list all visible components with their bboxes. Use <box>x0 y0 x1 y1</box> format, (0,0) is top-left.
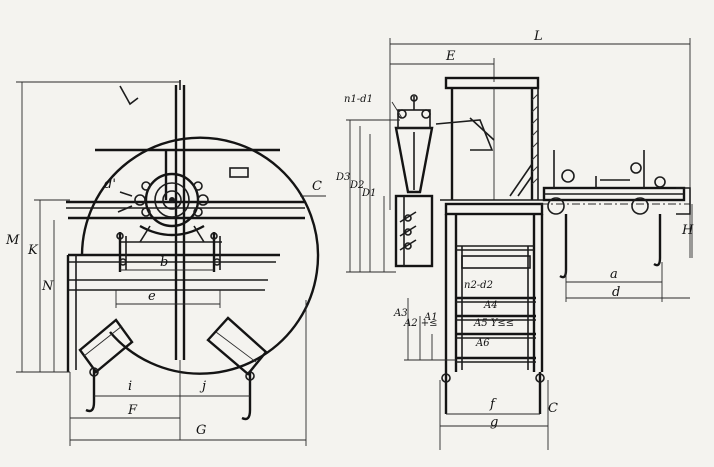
label-C-right: C <box>548 401 558 416</box>
label-F: F <box>127 403 138 418</box>
label-A2: A2 +≤ <box>403 318 438 329</box>
right-top-dimensions <box>389 38 691 258</box>
label-K: K <box>27 243 39 258</box>
platform <box>440 199 550 216</box>
window-slot <box>229 167 249 178</box>
label-n2-d2: n2-d2 <box>464 280 493 291</box>
label-E: E <box>445 49 456 64</box>
label-H: H <box>681 223 694 238</box>
label-n1-d1: n1-d1 <box>344 94 373 105</box>
label-i: i <box>128 379 132 394</box>
horizontal-beams <box>66 148 305 291</box>
centre-post <box>164 80 186 360</box>
small-hooks <box>116 232 221 272</box>
label-A4: A4 <box>483 300 498 311</box>
label-N: N <box>41 279 54 294</box>
label-a: a <box>610 267 618 282</box>
label-D1: D1 <box>361 188 376 199</box>
lower-cage <box>441 214 545 414</box>
label-C: C <box>312 179 322 194</box>
label-f: f <box>489 397 497 412</box>
upper-housing <box>435 76 540 200</box>
label-A3: A3 <box>393 308 408 319</box>
label-b: b <box>160 255 168 270</box>
left-arm <box>78 318 134 413</box>
wheel-outline <box>80 136 320 375</box>
label-D3: D3 <box>335 172 350 183</box>
label-A5: A5 Y≤≤ <box>473 318 514 329</box>
label-M: M <box>5 233 20 248</box>
label-d: d <box>612 285 620 300</box>
label-e: e <box>148 289 156 304</box>
label-A6: A6 <box>475 338 490 349</box>
conveyor-arm <box>540 150 691 279</box>
label-G: G <box>196 423 206 438</box>
a-dimensions <box>404 298 456 361</box>
hub-assembly <box>117 172 222 243</box>
right-side-dimensions <box>439 204 693 450</box>
label-d-prime: d' <box>104 177 116 192</box>
left-dimensions <box>16 81 326 446</box>
d-dimensions <box>346 101 403 273</box>
right-arm <box>206 316 268 421</box>
label-j: j <box>199 379 206 394</box>
label-L: L <box>533 29 543 44</box>
label-g: g <box>490 415 498 430</box>
left-view: M K N C d' b e i j F G <box>5 80 326 446</box>
label-A1: A1 <box>423 312 438 323</box>
funnel-assembly <box>394 94 434 268</box>
label-D2: D2 <box>349 180 364 191</box>
right-view: L E n1-d1 D3 D2 D1 n2-d2 A4 A5 Y≤≤ A6 A3… <box>335 29 694 450</box>
